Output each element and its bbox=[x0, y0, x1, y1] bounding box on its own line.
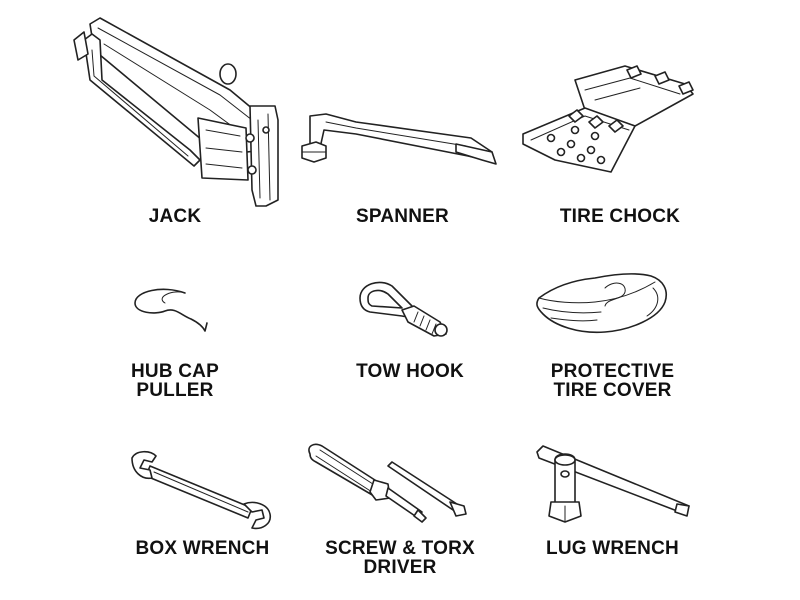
tow-hook-label: TOW HOOK bbox=[356, 361, 464, 382]
spanner-label: SPANNER bbox=[356, 206, 449, 227]
screw-torx-driver-label: SCREW & TORX DRIVER bbox=[325, 538, 475, 578]
box-wrench-label: BOX WRENCH bbox=[135, 538, 270, 559]
lug-wrench-label: LUG WRENCH bbox=[546, 538, 679, 559]
box-wrench-icon bbox=[128, 448, 278, 533]
jack-label: JACK bbox=[148, 206, 202, 227]
tire-chock-icon bbox=[515, 60, 700, 180]
lug-wrench-icon bbox=[525, 440, 695, 530]
tire-cover-icon bbox=[535, 268, 675, 338]
jack-icon bbox=[70, 10, 290, 210]
hub-cap-puller-icon bbox=[125, 285, 215, 340]
screwdriver-icon bbox=[300, 440, 475, 530]
spanner-icon bbox=[296, 108, 506, 178]
hub-cap-puller-label: HUB CAP PULLER bbox=[131, 361, 219, 401]
tire-chock-label: TIRE CHOCK bbox=[559, 206, 681, 227]
protective-tire-cover-label: PROTECTIVE TIRE COVER bbox=[550, 361, 675, 401]
tow-hook-icon bbox=[350, 278, 455, 340]
